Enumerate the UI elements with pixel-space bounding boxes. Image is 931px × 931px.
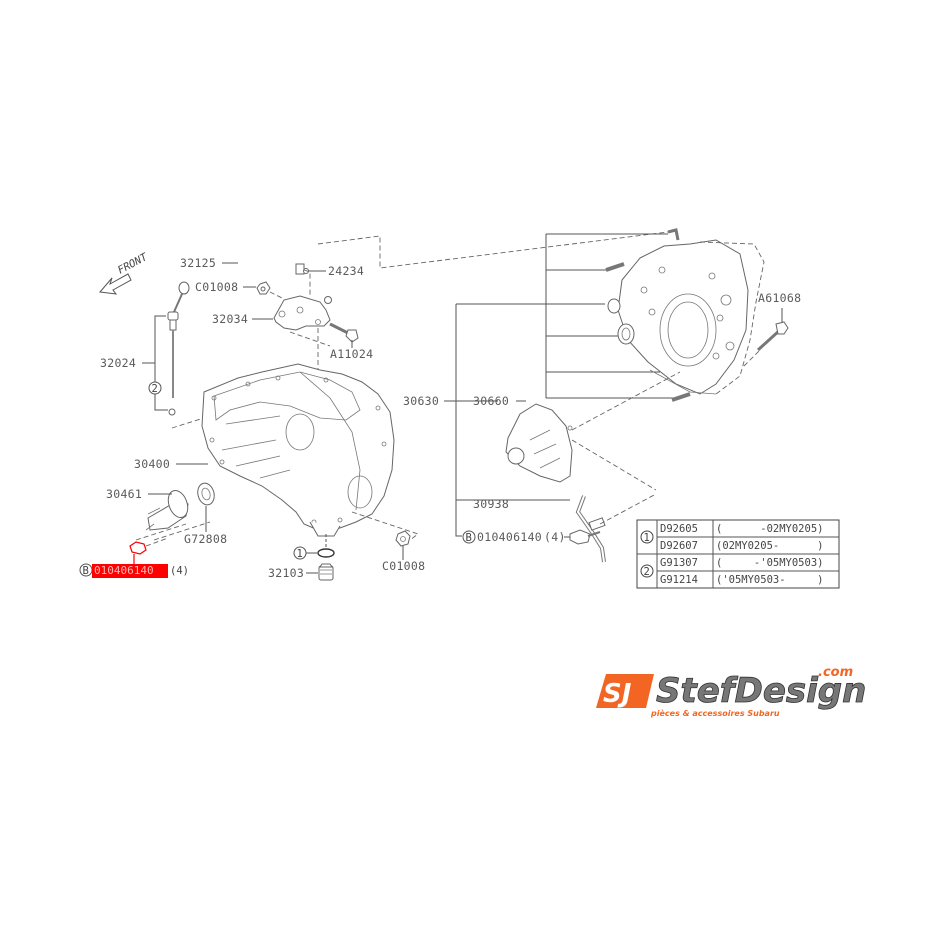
label-32103: 32103 [268, 566, 304, 580]
label-010406140-right: 010406140 [477, 530, 542, 544]
breather-pipe-top [667, 228, 680, 241]
table-group-2: 2 G91307 ( -'05MY0503) G91214 ('05MY0503… [640, 557, 823, 586]
svg-text:SJ: SJ [603, 679, 632, 709]
seal-G72808 [197, 482, 215, 506]
clip-24234 [295, 263, 309, 275]
label-32024: 32024 [100, 356, 136, 370]
label-30400: 30400 [134, 457, 170, 471]
label-30660: 30660 [473, 394, 509, 408]
front-arrow-icon: FRONT [99, 251, 150, 295]
oil-seal-right [617, 323, 635, 345]
label-010406140-left[interactable]: 010406140 [94, 564, 154, 577]
svg-text:2: 2 [644, 566, 650, 578]
brand-tagline: pièces & accessoires Subaru [650, 708, 780, 718]
table-range: ( -'05MY0503) [716, 557, 823, 569]
label-24234: 24234 [328, 264, 364, 278]
svg-text:B: B [466, 532, 472, 544]
dowel-pin-2 [671, 392, 691, 402]
label-G72808: G72808 [184, 532, 227, 546]
table-part: D92605 [660, 523, 698, 535]
label-A11024: A11024 [330, 347, 373, 361]
svg-text:1: 1 [297, 548, 303, 560]
pipe-30938 [575, 495, 606, 563]
svg-text:1: 1 [644, 532, 650, 544]
nut-C01008-bottom [395, 530, 411, 547]
label-010406140-left-qty: (4) [170, 565, 189, 577]
label-C01008-bottom: C01008 [382, 559, 425, 573]
front-label: FRONT [116, 251, 150, 277]
brand-name: StefDesign [656, 671, 866, 711]
bolt-010406140-left-highlighted[interactable] [129, 541, 147, 564]
stefdesign-logo: SJ StefDesign .com pièces & accessoires … [596, 665, 867, 718]
bracket-32034 [273, 295, 332, 331]
table-range: ( -02MY0205) [716, 523, 823, 535]
label-30630: 30630 [403, 394, 439, 408]
label-30461: 30461 [106, 487, 142, 501]
nut-C01008-top [256, 281, 271, 295]
label-010406140-right-qty: (4) [544, 530, 566, 544]
label-32034: 32034 [212, 312, 248, 326]
applicability-table: 1 D92605 ( -02MY0205) D92607 (02MY0205- … [636, 519, 840, 589]
bushing [607, 298, 621, 314]
bolt-010406140-right [569, 529, 601, 545]
sj-logo-mark-icon: SJ [596, 674, 654, 709]
dipstick-32024 [167, 281, 190, 416]
callout-B-right: B [462, 530, 476, 544]
drain-plug-32103 [318, 563, 334, 581]
brand-tld: .com [818, 665, 853, 680]
sleeve-30461 [145, 489, 189, 531]
table-part: D92607 [660, 540, 698, 552]
svg-text:2: 2 [152, 383, 158, 395]
callout-B-left: B [79, 563, 93, 577]
dowel-pin-1 [605, 262, 625, 272]
extension-housing [617, 239, 765, 395]
label-30938: 30938 [473, 497, 509, 511]
label-A61068: A61068 [758, 291, 801, 305]
hose-32125 [238, 242, 319, 269]
table-part: G91214 [660, 574, 698, 586]
bolt-A11024 [329, 322, 359, 343]
highlight-bar [92, 564, 168, 578]
callout-2-left: 2 [148, 381, 162, 395]
cover-30660 [505, 403, 573, 483]
callout-1-bottom: 1 [293, 546, 307, 560]
table-part: G91307 [660, 557, 698, 569]
label-C01008-top: C01008 [195, 280, 238, 294]
bolt-A61068 [756, 321, 789, 352]
svg-text:B: B [83, 565, 89, 577]
transmission-case-30400 [201, 363, 395, 537]
o-ring [317, 548, 335, 558]
table-range: (02MY0205- ) [716, 540, 823, 552]
table-range: ('05MY0503- ) [716, 574, 823, 586]
label-32125: 32125 [180, 256, 216, 270]
table-group-1: 1 D92605 ( -02MY0205) D92607 (02MY0205- … [640, 523, 823, 552]
